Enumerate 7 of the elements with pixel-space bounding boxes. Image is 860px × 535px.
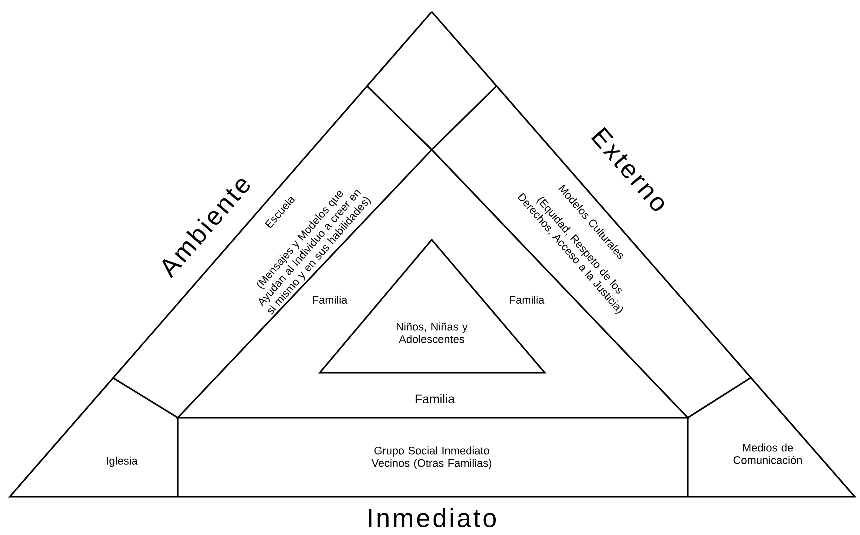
edge-title: Inmediato bbox=[369, 508, 496, 528]
corner-label: Medios de Comunicación bbox=[734, 444, 802, 464]
section-label: Familia bbox=[416, 394, 456, 404]
corner-label: Iglesia bbox=[107, 456, 138, 468]
section-label: Familia bbox=[510, 296, 545, 304]
base-label: Grupo Social Inmediato Vecinos (Otras Familias) bbox=[372, 446, 492, 470]
section-label: Familia bbox=[313, 296, 348, 304]
